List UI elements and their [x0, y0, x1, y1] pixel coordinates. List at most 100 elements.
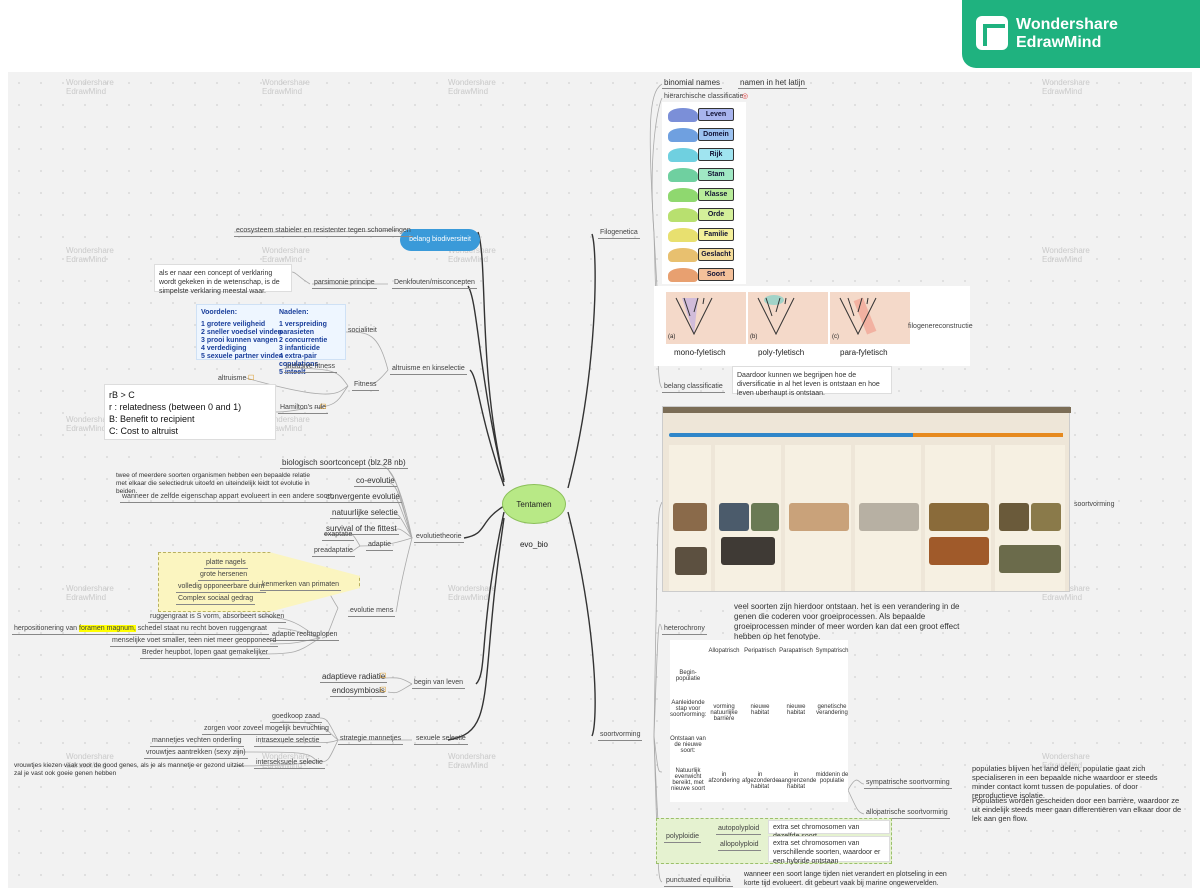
- topic-origin[interactable]: begin van leven: [412, 678, 466, 689]
- watermark: Wondershare EdrawMind: [66, 584, 114, 602]
- root-topic[interactable]: Tentamen evo_bio: [502, 484, 566, 549]
- binomial-node[interactable]: binomial names: [662, 78, 723, 89]
- convergent-node[interactable]: convergente evolutie: [324, 492, 402, 503]
- importance-node[interactable]: belang classificatie: [662, 382, 725, 393]
- watermark: Wondershare EdrawMind: [448, 78, 496, 96]
- speciation-image-label[interactable]: soortvorming: [1074, 501, 1115, 508]
- survival-node[interactable]: survival of the fittest: [324, 524, 399, 535]
- topic-altruism[interactable]: altruisme en kinselectie: [390, 364, 467, 375]
- allopolyploid-note[interactable]: extra set chromosomen van verschillende …: [768, 836, 890, 865]
- heterochrony-node[interactable]: heterochrony: [662, 624, 707, 635]
- primate-trait[interactable]: Complex sociaal gedrag: [176, 594, 256, 605]
- rank-cone-icon: [668, 148, 698, 162]
- speciation-infographic: [662, 406, 1071, 592]
- cons-title: Nadelen:: [279, 309, 309, 316]
- sympatric-note[interactable]: populaties blijven het land delen, popul…: [972, 764, 1158, 800]
- adaptation-node[interactable]: adaptie: [366, 540, 393, 551]
- pro-item: 1 grotere veiligheid: [201, 321, 266, 328]
- topic-sexual-selection[interactable]: sexuele selectie: [414, 734, 468, 745]
- coevolution-node[interactable]: co-evolutie: [354, 476, 397, 487]
- topic-evolution[interactable]: evolutietheorie: [414, 532, 464, 543]
- autopolyploid-node[interactable]: autopolyploid: [716, 824, 762, 835]
- rank-stam: Stam: [698, 168, 734, 181]
- fitness-node[interactable]: Fitness: [352, 380, 379, 391]
- rank-cone-icon: [668, 268, 698, 282]
- coevolution-note[interactable]: twee of meerdere soorten organismen hebb…: [116, 472, 311, 495]
- intrasexual-node[interactable]: intrasexuele selectie: [254, 736, 322, 747]
- intersexual-node[interactable]: interseksuele selectie: [254, 758, 325, 769]
- con-item: 3 infanticide: [279, 345, 320, 352]
- parsimony-node[interactable]: parsimonie principe: [312, 278, 377, 289]
- allopolyploid-node[interactable]: allopolyploid: [718, 840, 761, 851]
- punctuated-note[interactable]: wanneer een soort lange tijden niet vera…: [744, 871, 947, 887]
- sympatric-node[interactable]: sympatrische soortvorming: [864, 778, 952, 789]
- primate-trait[interactable]: volledig opponeerbare duim: [176, 582, 267, 593]
- primate-trait[interactable]: platte nagels: [204, 558, 248, 569]
- human-evolution-node[interactable]: evolutie mens: [348, 606, 396, 617]
- table-cell-text: in afgezonderde habitat: [742, 772, 779, 790]
- note-icon[interactable]: ☐: [248, 375, 255, 382]
- brand-line1: Wondershare: [1016, 16, 1118, 33]
- table-cell-text: nieuwe habitat: [750, 704, 770, 716]
- note-icon[interactable]: ☐: [380, 687, 387, 694]
- note-icon[interactable]: ☐: [380, 673, 387, 680]
- heterochrony-note[interactable]: veel soorten zijn hierdoor ontstaan. het…: [734, 602, 960, 641]
- species-concept-node[interactable]: biologisch soortconcept (blz 28 nb): [280, 458, 408, 469]
- topic-biodiversity[interactable]: belang biodiversiteit: [400, 229, 480, 251]
- bipedal-trait[interactable]: menselijke voet smaller, teen niet meer …: [110, 636, 279, 647]
- topic-misconceptions[interactable]: Denkfouten/misconcepten: [392, 278, 477, 289]
- cladogram-b: [748, 292, 828, 344]
- topic-speciation[interactable]: soortvorming: [598, 730, 643, 741]
- bipedal-trait[interactable]: herpositionering van foramen magnum, sch…: [12, 624, 269, 635]
- strategy-item[interactable]: vrouwtjes aantrekken (sexy zijn): [144, 748, 248, 759]
- rank-cone-icon: [668, 188, 698, 202]
- adaptive-radiation-node[interactable]: adaptieve radiatie: [320, 672, 388, 683]
- watermark: Wondershare EdrawMind: [66, 78, 114, 96]
- brand-line2: EdrawMind: [1016, 34, 1102, 51]
- primate-trait[interactable]: grote hersenen: [198, 570, 250, 581]
- strategy-item[interactable]: goedkoop zaad: [270, 712, 322, 723]
- strategy-item[interactable]: mannetjes vechten onderling: [150, 736, 244, 747]
- rank-cone-icon: [668, 208, 698, 222]
- male-strategy-node[interactable]: strategie mannetjes: [338, 734, 404, 745]
- bipedal-trait[interactable]: ruggengraat is S vorm, absorbeert schoke…: [148, 612, 287, 623]
- mindmap-canvas[interactable]: Wondershare EdrawMind Wondershare EdrawM…: [8, 72, 1192, 888]
- strategy-item[interactable]: zorgen voor zoveel mogelijk bevruchting: [202, 724, 331, 735]
- reconstruction-node[interactable]: filogenereconstructie: [908, 323, 973, 330]
- intersexual-note[interactable]: vrouwtjes kiezen vaak voor de good genes…: [14, 762, 244, 777]
- allopatric-note[interactable]: Populaties worden gescheiden door een ba…: [972, 796, 1182, 823]
- hamilton-node[interactable]: Hamilton's rule: [278, 403, 329, 414]
- bipedal-trait-text: herpositionering van: [14, 625, 78, 632]
- biodiversity-note[interactable]: ecosysteem stabieler en resistenter tege…: [234, 226, 413, 237]
- endosymbiosis-node[interactable]: endosymbiosis: [330, 686, 387, 697]
- pros-cons-box[interactable]: Voordelen: Nadelen: 1 grotere veiligheid…: [196, 304, 346, 376]
- parsimony-note[interactable]: als er naar een concept of verklaring wo…: [154, 264, 292, 295]
- table-row-header: Begin-populatie: [675, 670, 701, 682]
- rank-cone-icon: [668, 108, 698, 122]
- preadaptation-node[interactable]: preadaptatie: [312, 546, 355, 557]
- rule-line: r : relatedness (between 0 and 1): [109, 402, 242, 412]
- polyploidy-node[interactable]: polyploidie: [664, 832, 702, 843]
- table-col-header: Allopatrisch: [708, 648, 740, 654]
- punctuated-node[interactable]: punctuated equilibria: [664, 876, 733, 887]
- pro-item: 5 sexuele partner vinden: [201, 353, 284, 360]
- importance-note[interactable]: Daardoor kunnen we begrijpen hoe de dive…: [732, 366, 892, 397]
- bipedal-node[interactable]: adaptie rechtoplopen: [270, 630, 340, 641]
- target-icon[interactable]: ◎: [742, 93, 749, 100]
- social-node[interactable]: socialiteit: [348, 327, 377, 334]
- rank-orde: Orde: [698, 208, 734, 221]
- watermark: Wondershare EdrawMind: [262, 752, 310, 770]
- topic-phylogenetics[interactable]: Filogenetica: [598, 228, 640, 239]
- note-icon[interactable]: ☐: [320, 404, 327, 411]
- binomial-note[interactable]: namen in het latijn: [738, 78, 807, 89]
- inclusive-fitness-node[interactable]: inclusive fitness: [284, 362, 338, 373]
- primates-node[interactable]: kenmerken van primaten: [260, 580, 342, 591]
- bipedal-trait[interactable]: Breder heupbot, lopen gaat gemakelijker: [140, 648, 271, 659]
- natural-selection-node[interactable]: natuurlijke selectie: [330, 508, 400, 519]
- exaptation-node[interactable]: exaptatie: [322, 530, 355, 541]
- convergent-note[interactable]: wanneer de zelfde eigenschap appart evol…: [120, 492, 336, 503]
- rule-line: C: Cost to altruist: [109, 426, 179, 436]
- allopatric-node[interactable]: allopatrische soortvorming: [864, 808, 950, 819]
